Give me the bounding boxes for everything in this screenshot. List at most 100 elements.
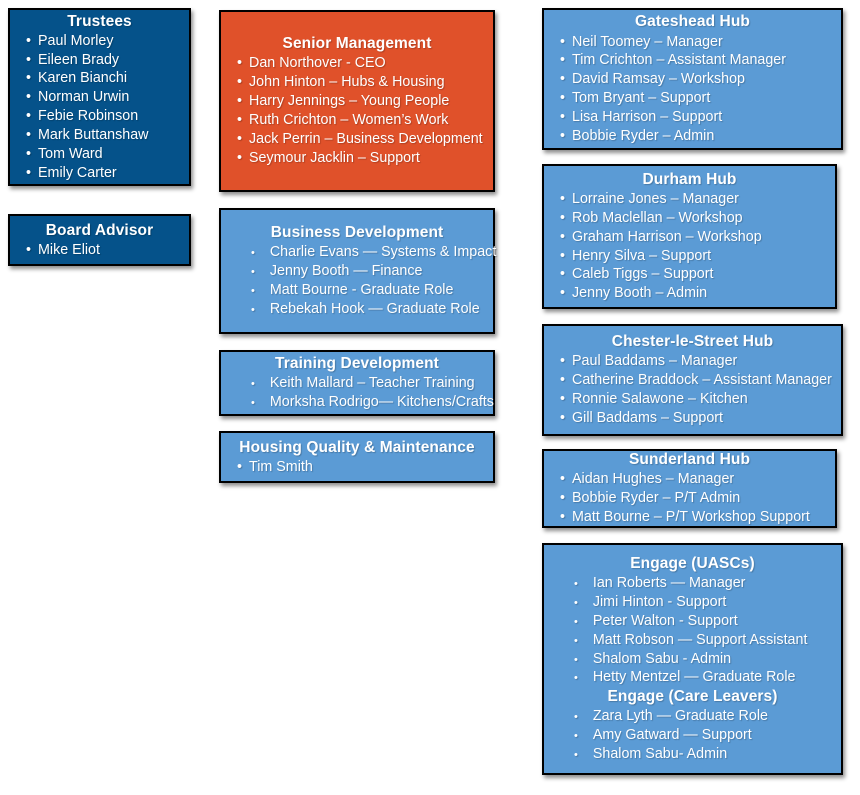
bullet-icon: • (560, 52, 566, 69)
gateshead-hub-list: •Neil Toomey – Manager•Tim Crichton – As… (552, 33, 833, 146)
bullet-icon: • (251, 285, 255, 298)
list-item: • Peter Walton - Support (574, 612, 833, 631)
list-item-text: Karen Bianchi (38, 70, 128, 87)
list-item-text: Norman Urwin (38, 89, 130, 106)
list-item-text: Lisa Harrison – Support (572, 108, 723, 125)
list-item: •Tim Smith (237, 458, 485, 477)
list-item: •Graham Harrison – Workshop (560, 228, 827, 247)
list-item-text: Zara Lyth — Graduate Role (592, 708, 768, 725)
bullet-icon: • (574, 749, 578, 762)
business-development-title: Business Development (270, 224, 444, 242)
list-item-text: Jimi Hinton - Support (592, 593, 727, 610)
list-item-text: Dan Northover - CEO (249, 55, 386, 72)
list-item-text: Paul Morley (38, 32, 114, 49)
list-item-text: Shalom Sabu- Admin (592, 746, 728, 763)
list-item: • Zara Lyth — Graduate Role (574, 707, 833, 726)
list-item-text: Lorraine Jones – Manager (572, 191, 739, 207)
list-item: • Eileen Brady (26, 51, 181, 70)
bullet-icon: • (560, 127, 566, 144)
list-item-text: Tom Ward (38, 145, 103, 162)
list-item: •Keith Mallard – Teacher Training (251, 374, 485, 393)
list-item-text: Shalom Sabu - Admin (592, 650, 732, 667)
list-item: • Seymour Jacklin – Support (237, 149, 485, 168)
list-item-text: Aidan Hughes – Manager (572, 471, 735, 488)
list-item: • Aidan Hughes – Manager (560, 470, 827, 489)
bullet-icon: • (560, 285, 566, 302)
chester-le-street-hub-title: Chester-le-Street Hub (611, 333, 774, 351)
box-board-advisor: Board Advisor•Mike Eliot (8, 214, 191, 266)
box-durham-hub: Durham Hub•Lorraine Jones – Manager•Rob … (542, 164, 837, 309)
bullet-icon: • (574, 615, 578, 628)
bullet-icon: • (251, 397, 255, 410)
sunderland-hub-list: •Aidan Hughes – Manager•Bobbie Ryder – P… (552, 470, 827, 527)
trustees-list: •Paul Morley•Eileen Brady•Karen Bianchi•… (18, 32, 181, 183)
bullet-icon: • (560, 247, 566, 264)
bullet-icon: • (237, 74, 243, 91)
bullet-icon: • (237, 55, 243, 72)
chester-le-street-hub-list: •Paul Baddams – Manager•Catherine Braddo… (552, 352, 833, 427)
list-item-text: Rob Maclellan – Workshop (572, 209, 743, 226)
box-sunderland-hub: Sunderland Hub•Aidan Hughes – Manager•Bo… (542, 449, 837, 528)
bullet-icon: • (574, 672, 578, 685)
list-item: • Bobbie Ryder – Admin (560, 127, 833, 146)
list-item-text: Peter Walton - Support (592, 612, 738, 629)
bullet-icon: • (560, 471, 566, 488)
list-item-text: Gill Baddams – Support (572, 409, 724, 426)
list-item: •Matt Bourne – P/T Workshop Support (560, 508, 827, 527)
engage-list: •Ian Roberts — Manager•Jimi Hinton - Sup… (552, 574, 833, 687)
gateshead-hub-title: Gateshead Hub (635, 13, 750, 31)
engage-title: Engage (Care Leavers) (607, 688, 778, 706)
list-item: •Catherine Braddock – Assistant Manager (560, 371, 833, 390)
list-item: •John Hinton – Hubs & Housing (237, 73, 485, 92)
housing-quality-list: •Tim Smith (229, 458, 485, 477)
bullet-icon: • (237, 130, 243, 147)
bullet-icon: • (26, 89, 32, 106)
bullet-icon: • (574, 634, 578, 647)
list-item: •Paul Baddams – Manager (560, 352, 833, 371)
list-item-text: Emily Carter (38, 164, 117, 181)
bullet-icon: • (560, 372, 566, 389)
list-item-text: Ronnie Salawone – Kitchen (572, 391, 748, 408)
list-item: •Lisa Harrison – Support (560, 108, 833, 127)
list-item: • Tim Crichton – Assistant Manager (560, 51, 833, 70)
list-item-text: Tim Crichton – Assistant Manager (572, 52, 787, 69)
list-item-text: Tom Bryant – Support (572, 90, 711, 107)
board-advisor-title: Board Advisor (45, 221, 154, 239)
box-training-development: Training Development•Keith Mallard – Tea… (219, 350, 495, 416)
list-item-text: Paul Baddams – Manager (572, 353, 738, 370)
list-item: •Jenny Booth – Admin (560, 284, 827, 303)
list-item: •Charlie Evans — Systems & Impact (251, 243, 496, 262)
bullet-icon: • (574, 711, 578, 724)
list-item: •Tom Bryant – Support (560, 89, 833, 108)
list-item: •Emily Carter (26, 164, 181, 183)
list-item: •Paul Morley (26, 32, 181, 51)
list-item: •Gill Baddams – Support (560, 409, 833, 428)
list-item: •Jack Perrin – Business Development (237, 130, 485, 149)
list-item: •Ruth Crichton – Women’s Work (237, 111, 485, 130)
list-item-text: Bobbie Ryder – Admin (572, 127, 715, 144)
bullet-icon: • (26, 241, 32, 258)
list-item-text: Bobbie Ryder – P/T Admin (572, 490, 741, 507)
list-item: • Karen Bianchi (26, 69, 181, 88)
list-item: •David Ramsay – Workshop (560, 70, 833, 89)
list-item-text: Eileen Brady (38, 51, 120, 68)
list-item-text: Matt Bourne - Graduate Role (269, 282, 454, 299)
list-item: •Jenny Booth — Finance (251, 262, 485, 281)
bullet-icon: • (26, 70, 32, 87)
list-item: • Dan Northover - CEO (237, 54, 485, 73)
durham-hub-list: • Lorraine Jones – Manager • Rob Maclellan … (552, 190, 827, 303)
bullet-icon: • (574, 653, 578, 666)
list-item-text: Seymour Jacklin – Support (249, 149, 420, 166)
bullet-icon: • (560, 191, 566, 207)
bullet-icon: • (237, 149, 243, 166)
list-item: •Caleb Tiggs – Support (560, 265, 827, 284)
bullet-icon: • (26, 108, 32, 125)
bullet-icon: • (26, 51, 32, 68)
bullet-icon: • (560, 509, 566, 525)
bullet-icon: • (251, 247, 255, 260)
list-item: •Jimi Hinton - Support (574, 593, 833, 612)
list-item: •Bobbie Ryder – P/T Admin (560, 489, 827, 508)
bullet-icon: • (574, 578, 578, 591)
list-item: •Ian Roberts — Manager (574, 574, 833, 593)
sunderland-hub-title: Sunderland Hub (628, 451, 751, 469)
